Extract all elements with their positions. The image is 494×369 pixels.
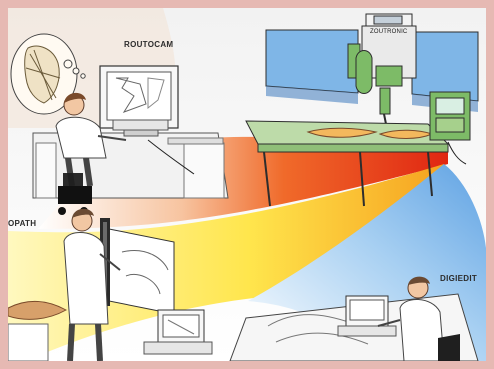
illustration-panel: ZOUTRONIC	[8, 8, 486, 361]
cnc-router-icon: ZOUTRONIC	[245, 13, 479, 207]
opath-label: OPATH	[8, 219, 37, 228]
digiedit-label: DIGIEDIT	[440, 274, 478, 283]
routocam-label: ROUTOCAM	[124, 40, 174, 49]
operator-left	[63, 208, 121, 361]
cad-workflow-illustration: ZOUTRONIC	[8, 8, 486, 361]
digiedit-workstation	[229, 276, 479, 361]
computer-icon	[143, 309, 213, 355]
computer-icon	[99, 65, 179, 137]
yellow-data-beam	[8, 164, 444, 361]
machine-brand: ZOUTRONIC	[370, 29, 408, 35]
operator-right	[377, 276, 460, 361]
operator-top	[55, 92, 127, 215]
thought-bubble-icon	[10, 33, 86, 115]
opath-workstation	[8, 208, 175, 361]
routocam-workstation	[32, 65, 229, 215]
